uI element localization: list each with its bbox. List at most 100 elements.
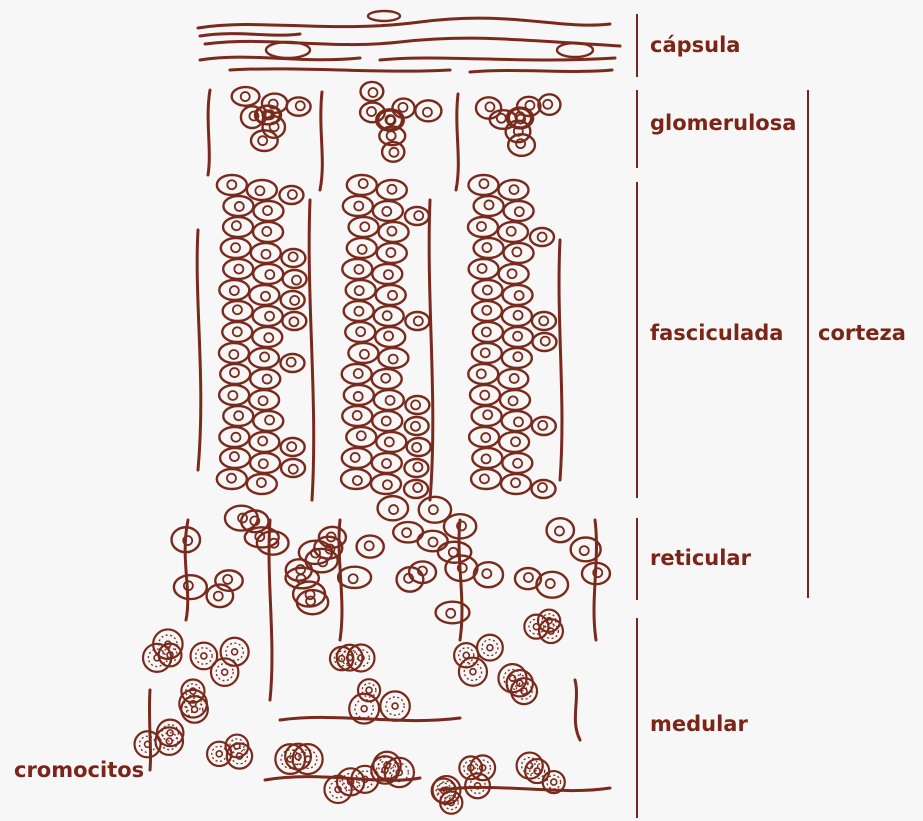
cell-nucleus	[214, 592, 223, 601]
cell-nucleus	[265, 312, 274, 321]
cell-nucleus	[306, 590, 315, 599]
cell-nucleus	[290, 296, 299, 305]
cortical-cell	[282, 312, 306, 330]
cortical-cell	[281, 438, 305, 456]
cell-nucleus	[231, 243, 240, 252]
connective-fiber	[309, 200, 314, 500]
cell-nucleus	[263, 375, 272, 384]
cell-nucleus	[414, 317, 423, 326]
cell-nucleus	[359, 179, 368, 188]
cell-nucleus	[414, 211, 423, 220]
cortical-cell	[222, 322, 252, 342]
cortical-cell	[501, 474, 531, 494]
cell-nucleus	[354, 369, 363, 378]
cell-nucleus	[383, 480, 392, 489]
cell-nucleus	[543, 100, 552, 109]
cell-nucleus	[483, 410, 492, 419]
cortical-cell	[342, 259, 372, 279]
capsule-cell	[368, 11, 400, 21]
cell-nucleus	[265, 270, 274, 279]
cortical-cell	[502, 453, 532, 473]
cortical-cell	[262, 94, 287, 113]
cell-nucleus	[356, 327, 365, 336]
cell-nucleus	[389, 148, 398, 157]
cortical-cell	[503, 285, 533, 305]
cortical-cell	[223, 406, 253, 426]
cell-nucleus	[481, 433, 490, 442]
cortical-cell	[405, 396, 429, 414]
cell-nucleus	[223, 575, 232, 584]
cortical-cell	[344, 301, 374, 321]
cell-nucleus	[264, 333, 273, 342]
cortical-cell	[253, 306, 283, 326]
cortical-cell	[249, 390, 279, 410]
cell-nucleus	[228, 391, 237, 400]
cell-nucleus	[509, 396, 518, 405]
cell-nucleus	[289, 317, 298, 326]
cell-nucleus	[481, 348, 490, 357]
cell-nucleus	[463, 652, 469, 658]
cell-nucleus	[511, 478, 520, 487]
chromaffin-granules	[482, 640, 498, 656]
cortical-cell	[468, 217, 498, 237]
cell-nucleus	[508, 269, 517, 278]
cortical-cell	[498, 369, 528, 389]
cortical-cell	[469, 259, 499, 279]
cell-nucleus	[261, 250, 270, 259]
cell-nucleus	[227, 180, 236, 189]
cell-nucleus	[382, 459, 391, 468]
cell-nucleus	[482, 569, 491, 578]
cell-nucleus	[229, 350, 238, 359]
cell-nucleus	[477, 222, 486, 231]
cortical-cell	[372, 453, 402, 473]
glomerulosa-bracket	[636, 90, 638, 168]
cortical-cell	[532, 312, 556, 330]
cortical-cell	[376, 285, 406, 305]
cortical-cell	[375, 327, 405, 347]
cell-nucleus	[449, 548, 458, 557]
cortical-cell	[347, 175, 377, 195]
cortical-cell	[508, 134, 535, 156]
connective-fiber	[339, 520, 342, 640]
cell-nucleus	[388, 291, 397, 300]
cortical-cell	[281, 291, 305, 309]
cortical-cell	[472, 301, 502, 321]
cell-nucleus	[538, 233, 547, 242]
cell-nucleus	[233, 327, 242, 336]
cortical-cell	[223, 196, 253, 216]
cell-nucleus	[357, 431, 366, 440]
cortical-cell	[474, 238, 504, 258]
cortical-cell	[253, 411, 283, 431]
cortical-cell	[377, 180, 407, 200]
cell-nucleus	[387, 227, 396, 236]
cortical-cell	[473, 280, 503, 300]
cortical-cell	[256, 106, 280, 125]
reticular-label: reticular	[650, 546, 751, 570]
cortical-cell	[372, 369, 402, 389]
cortical-cell	[232, 87, 260, 106]
cell-nucleus	[368, 88, 377, 97]
cell-nucleus	[287, 442, 296, 451]
corteza-label: corteza	[818, 321, 906, 345]
cortical-cell	[361, 82, 384, 101]
cortical-cell	[293, 582, 325, 607]
cortical-cell	[378, 496, 409, 520]
cell-nucleus	[513, 352, 522, 361]
cell-nucleus	[511, 437, 520, 446]
chromaffin-granules	[212, 746, 227, 761]
capsule-fiber	[200, 34, 300, 36]
cortical-cell	[376, 432, 406, 452]
medular-label: medular	[650, 712, 748, 736]
cortical-cell	[252, 327, 282, 347]
cell-nucleus	[525, 101, 534, 110]
cortical-cell	[223, 259, 253, 279]
cell-nucleus	[258, 436, 267, 445]
cell-nucleus	[482, 454, 491, 463]
cortical-cell	[436, 602, 470, 624]
cortical-cell	[345, 322, 375, 342]
cell-nucleus	[260, 352, 269, 361]
cell-nucleus	[546, 579, 555, 588]
cell-nucleus	[423, 108, 432, 117]
cortical-cell	[468, 364, 498, 384]
